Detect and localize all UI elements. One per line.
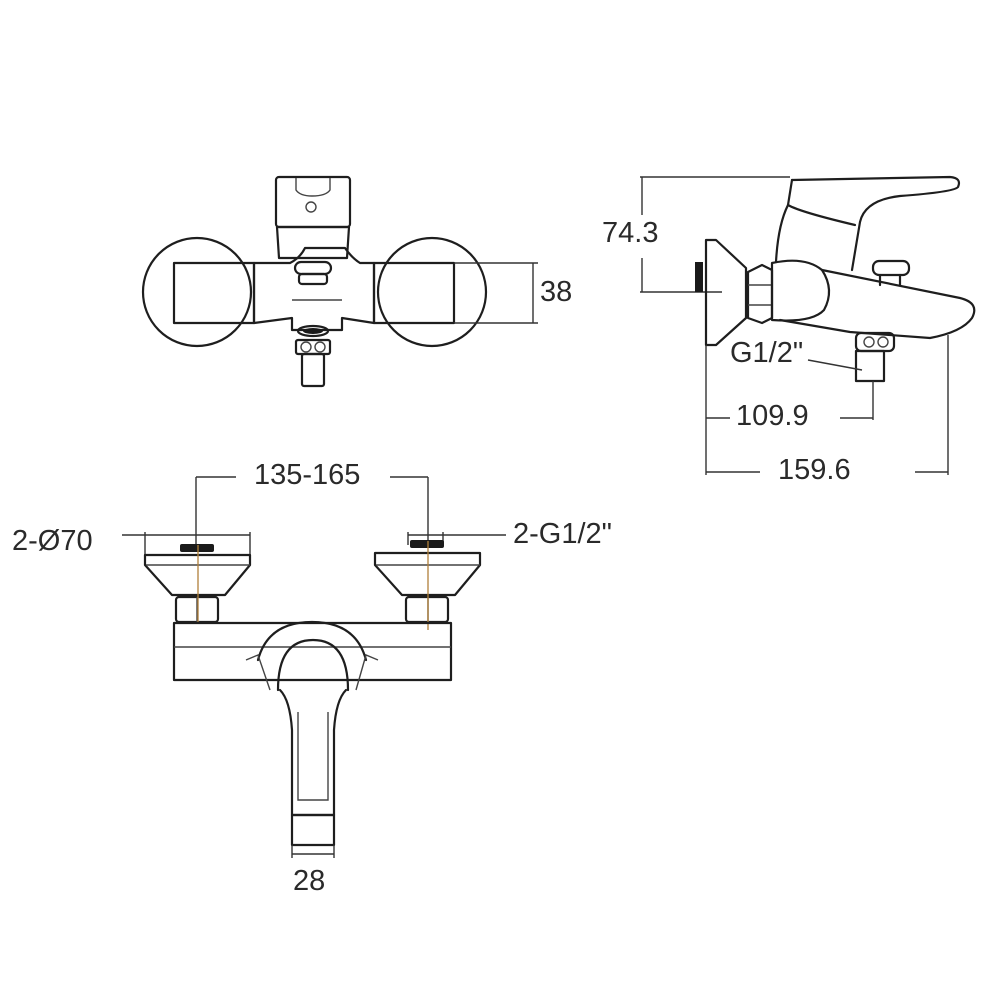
spout [778,268,976,340]
dimension-depth-label: 38 [540,276,573,308]
left-flange-circle [141,236,253,348]
side-view [640,175,976,475]
dimension-height-label: 74.3 [602,217,659,249]
right-hex-nut [404,595,450,624]
shower-connector [300,352,326,388]
front-lever [278,688,348,817]
lever-handle [790,175,961,272]
right-body-bar [372,261,456,325]
left-body-bar [172,261,256,325]
flange-diameter-label: 2-Ø70 [12,525,93,557]
top-view [141,175,538,388]
right-wall-flange [373,551,482,597]
front-view [122,476,506,858]
outlet-aerator [296,324,330,338]
front-inlet-thread-label: 2-G1/2" [513,518,612,550]
outlet-offset-label: 109.9 [736,400,809,432]
mixer-body [172,621,453,682]
spout-projection-label: 159.6 [778,454,851,486]
left-wall-flange [143,553,252,597]
spout-width-label: 28 [293,865,326,897]
hex-nut [746,263,774,325]
inlet-thread-label: G1/2" [730,337,804,369]
center-body [252,246,376,332]
inlet-centers-label: 135-165 [254,459,361,491]
spout-tip [290,813,336,847]
right-flange-circle [376,236,488,348]
